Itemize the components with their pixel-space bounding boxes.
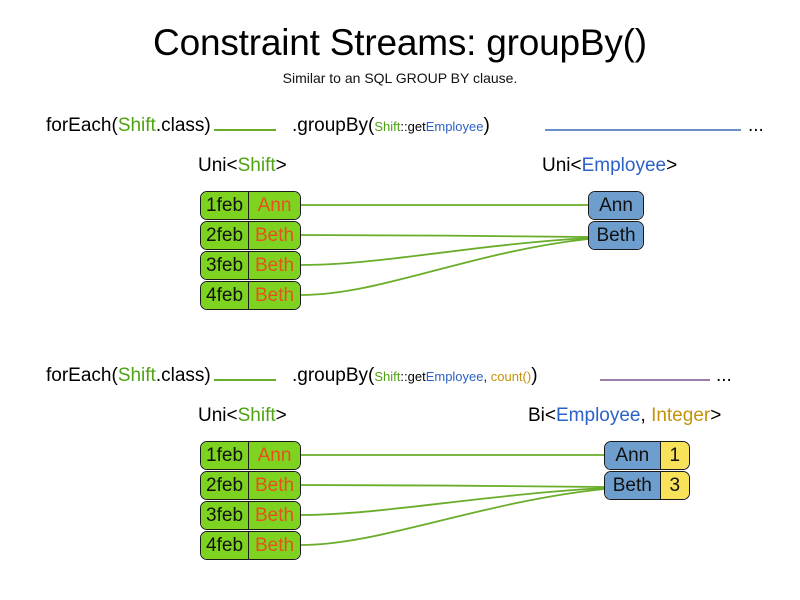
shift-employee-cell: Ann	[248, 192, 300, 219]
mapper-comma-2: ,	[483, 369, 491, 384]
right-label-prefix-2: Bi<	[528, 405, 556, 426]
groupby-code-2: .groupBy(Shift::getEmployee, count())	[292, 365, 538, 388]
shift-employee-cell: Beth	[248, 222, 300, 249]
pipeline-code-2: forEach(Shift.class)	[46, 365, 211, 387]
employee-count-cell: 1	[659, 442, 689, 469]
shift-date-cell: 2feb	[201, 222, 249, 249]
employee-name-cell: Ann	[589, 192, 643, 219]
page-subtitle: Similar to an SQL GROUP BY clause.	[282, 70, 518, 86]
left-label-type-2: Shift	[237, 405, 276, 426]
employee-name-cell: Beth	[589, 222, 643, 249]
shift-employee-cell: Beth	[248, 282, 300, 309]
employee-count-tuple[interactable]: Beth 3	[604, 471, 690, 500]
shift-date-cell: 2feb	[201, 472, 249, 499]
pipe-segment-purple-2	[600, 379, 710, 381]
right-label-suffix-2: >	[710, 405, 722, 426]
left-label-prefix-2: Uni<	[198, 405, 238, 426]
pipeline-ellipsis-2: ...	[716, 365, 732, 386]
shift-date-cell: 4feb	[201, 282, 249, 309]
mapper-key-1: Employee	[425, 119, 484, 134]
employee-name-cell: Ann	[605, 442, 660, 469]
collector-2: count()	[490, 369, 532, 384]
left-column-label-2: Uni<Shift>	[198, 404, 287, 427]
left-label-suffix-1: >	[275, 155, 287, 176]
shift-date-cell: 1feb	[201, 192, 249, 219]
shift-date-cell: 4feb	[201, 532, 249, 559]
for-each-suffix-1: .class)	[155, 115, 211, 136]
right-label-suffix-1: >	[666, 155, 678, 176]
pipe-segment-blue-1	[545, 129, 741, 131]
shift-date-cell: 1feb	[201, 442, 249, 469]
left-label-prefix-1: Uni<	[198, 155, 238, 176]
for-each-type-1: Shift	[117, 115, 156, 136]
page-title: Constraint Streams: groupBy()	[153, 22, 647, 63]
right-column-label-1: Uni<Employee>	[542, 154, 677, 177]
shift-date-cell: 3feb	[201, 502, 249, 529]
shift-tuple[interactable]: 2feb Beth	[200, 221, 301, 250]
right-label-prefix-1: Uni<	[542, 155, 582, 176]
mapper-type-1: Shift	[374, 119, 401, 134]
shift-tuple[interactable]: 4feb Beth	[200, 531, 301, 560]
right-column-label-2: Bi<Employee, Integer>	[528, 404, 721, 427]
employee-tuple[interactable]: Ann	[588, 191, 644, 220]
right-label-type-2: Employee	[556, 405, 641, 426]
mapper-sep-1: ::get	[400, 119, 426, 134]
pipe-segment-green-2	[214, 379, 276, 381]
shift-tuple[interactable]: 1feb Ann	[200, 441, 301, 470]
for-each-prefix-2: forEach(	[46, 365, 118, 386]
shift-tuple[interactable]: 4feb Beth	[200, 281, 301, 310]
for-each-type-2: Shift	[117, 365, 156, 386]
pipeline-ellipsis-1: ...	[748, 115, 764, 136]
employee-count-cell: 3	[659, 472, 689, 499]
left-label-type-1: Shift	[237, 155, 276, 176]
employee-name-cell: Beth	[605, 472, 660, 499]
right-label-comma-2: ,	[640, 405, 652, 426]
left-label-suffix-2: >	[275, 405, 287, 426]
groupby-code-1: .groupBy(Shift::getEmployee)	[292, 115, 490, 138]
right-label-type-1: Employee	[581, 155, 667, 176]
mapper-type-2: Shift	[374, 369, 401, 384]
shift-tuple[interactable]: 3feb Beth	[200, 251, 301, 280]
mapper-sep-2: ::get	[400, 369, 426, 384]
shift-employee-cell: Beth	[248, 252, 300, 279]
group-by-prefix-1: .groupBy(	[292, 115, 375, 136]
right-label-type2-2: Integer	[651, 405, 711, 426]
mapper-key-2: Employee	[425, 369, 484, 384]
group-by-prefix-2: .groupBy(	[292, 365, 375, 386]
pipe-segment-green-1	[214, 129, 276, 131]
shift-tuple[interactable]: 2feb Beth	[200, 471, 301, 500]
left-column-label-1: Uni<Shift>	[198, 154, 287, 177]
shift-tuple[interactable]: 1feb Ann	[200, 191, 301, 220]
group-by-suffix-1: )	[483, 115, 490, 136]
employee-tuple[interactable]: Beth	[588, 221, 644, 250]
shift-employee-cell: Beth	[248, 472, 300, 499]
shift-employee-cell: Beth	[248, 502, 300, 529]
pipeline-code-1: forEach(Shift.class)	[46, 115, 211, 137]
shift-date-cell: 3feb	[201, 252, 249, 279]
for-each-prefix-1: forEach(	[46, 115, 118, 136]
shift-tuple[interactable]: 3feb Beth	[200, 501, 301, 530]
shift-employee-cell: Ann	[248, 442, 300, 469]
for-each-suffix-2: .class)	[155, 365, 211, 386]
employee-count-tuple[interactable]: Ann 1	[604, 441, 690, 470]
shift-employee-cell: Beth	[248, 532, 300, 559]
group-by-suffix-2: )	[531, 365, 538, 386]
